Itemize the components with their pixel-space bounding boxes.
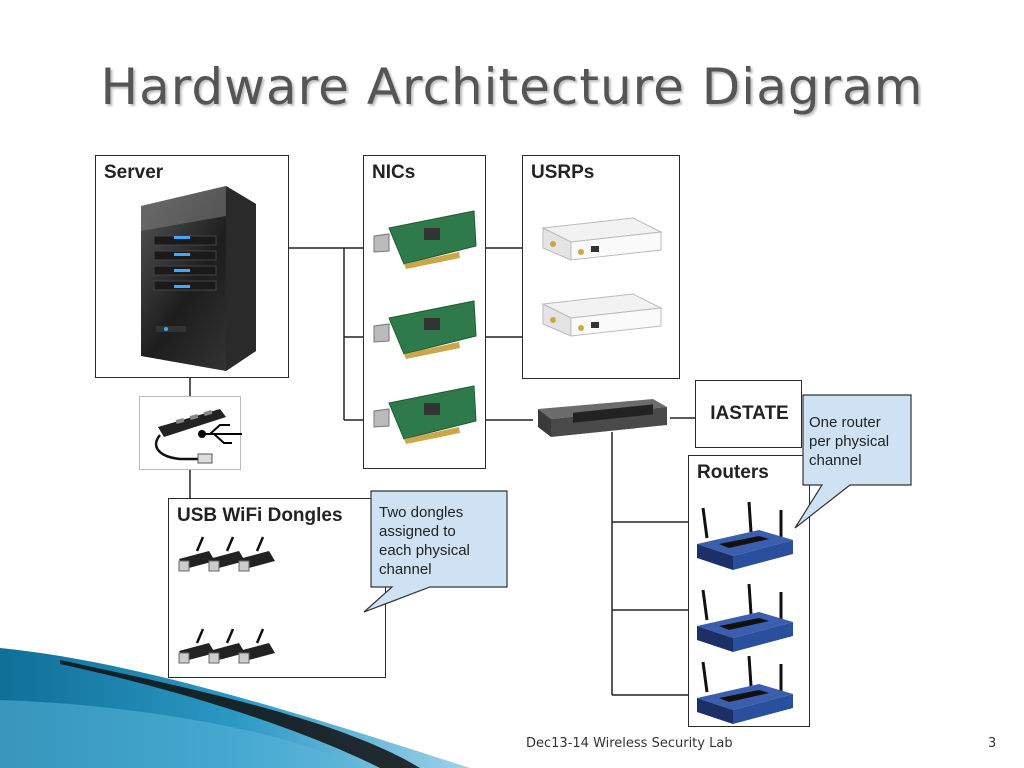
routers-label: Routers — [697, 462, 769, 483]
nic-card-icon — [373, 300, 477, 359]
nics-box: NICs — [363, 155, 486, 469]
router-callout-text: One router per physical channel — [809, 414, 890, 469]
nic-card-icon — [373, 385, 477, 444]
usb-dongle-icon — [238, 536, 275, 572]
dongle-callout-bubble — [363, 490, 508, 613]
dongles-box: USB WiFi Dongles — [168, 498, 386, 678]
dongles-label: USB WiFi Dongles — [177, 505, 343, 526]
usb-dongles — [178, 536, 275, 664]
nics-label: NICs — [372, 162, 416, 183]
usb-hub-icon — [154, 409, 242, 464]
footer-caption: Dec13-14 Wireless Security Lab — [526, 736, 733, 751]
usb-hub-box — [139, 396, 242, 470]
server-tower-icon — [141, 186, 256, 371]
router-devices — [697, 501, 793, 724]
server-label: Server — [104, 162, 164, 183]
iastate-label: IASTATE — [710, 403, 789, 424]
router-icon — [697, 583, 793, 652]
routers-box: Routers — [688, 455, 810, 727]
usrps-box: USRPs — [522, 155, 680, 379]
usrp-devices — [541, 217, 663, 337]
usb-dongle-icon — [208, 628, 245, 664]
usb-dongle-icon — [208, 536, 245, 572]
page-number: 3 — [988, 736, 997, 751]
dongle-callout-text: Two dongles assigned to each physical ch… — [379, 504, 470, 578]
router-icon — [697, 655, 793, 724]
router-icon — [697, 501, 793, 570]
usb-dongle-icon — [238, 628, 275, 664]
usrp-device-icon — [541, 293, 663, 337]
network-switch-icon — [533, 393, 670, 443]
slide-title: Hardware Architecture Diagram — [100, 58, 924, 116]
usb-dongle-icon — [178, 536, 215, 572]
usb-dongle-icon — [178, 628, 215, 664]
usrps-label: USRPs — [531, 162, 595, 183]
iastate-box: IASTATE — [695, 380, 802, 448]
nic-card-icon — [373, 210, 477, 269]
nic-cards — [373, 210, 477, 444]
server-box: Server — [95, 155, 289, 378]
router-callout-bubble — [794, 394, 912, 529]
usrp-device-icon — [541, 217, 663, 261]
